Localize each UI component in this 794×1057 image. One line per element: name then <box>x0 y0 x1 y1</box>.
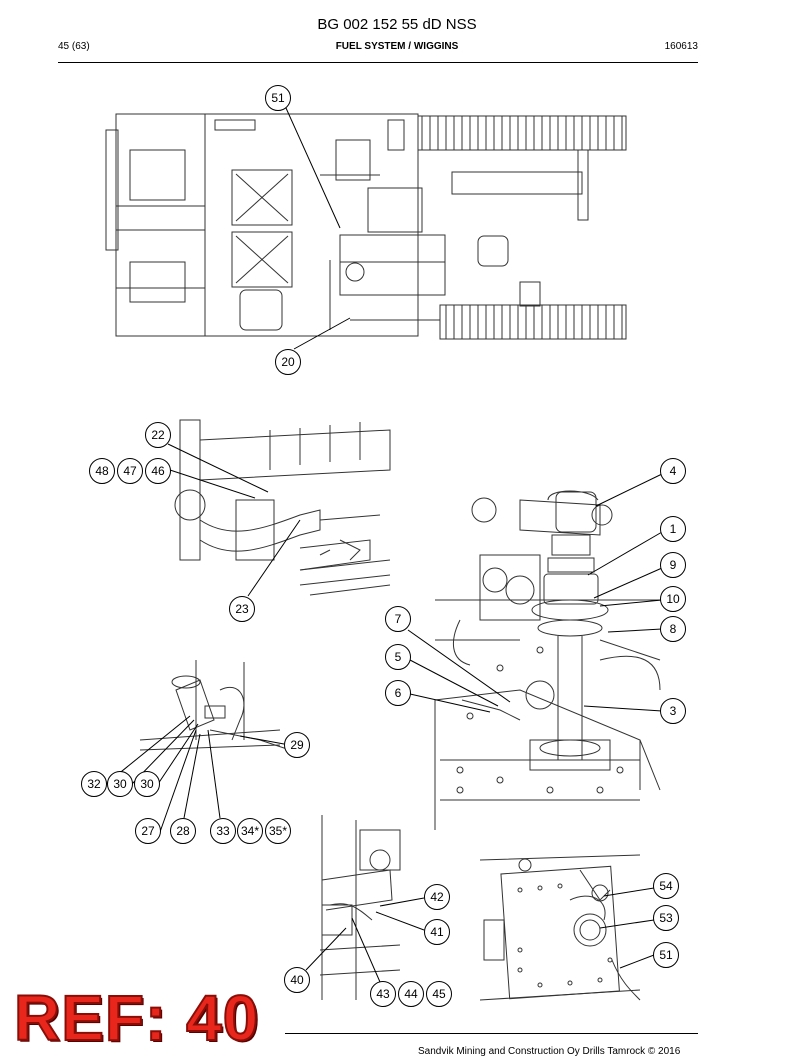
callout-3: 3 <box>660 698 686 724</box>
header-rule <box>58 62 698 63</box>
detail-tank-fitting <box>319 815 401 1000</box>
callout-46: 46 <box>145 458 171 484</box>
leader-lines-top-tank <box>599 887 655 969</box>
detail-filter-area <box>174 419 391 596</box>
callout-54: 54 <box>653 873 679 899</box>
callout-9: 9 <box>660 552 686 578</box>
callout-45: 45 <box>426 981 452 1007</box>
callout-43: 43 <box>370 981 396 1007</box>
footer-rule <box>285 1033 698 1034</box>
callout-44: 44 <box>398 981 424 1007</box>
track-bottom <box>439 235 627 340</box>
leader-lines-pipe <box>105 715 285 833</box>
footer-copyright: Sandvik Mining and Construction Oy Drill… <box>418 1046 681 1057</box>
callout-53: 53 <box>653 905 679 931</box>
callout-29: 29 <box>284 732 310 758</box>
callout-47: 47 <box>117 458 143 484</box>
callout-51-b: 51 <box>653 942 679 968</box>
callout-1: 1 <box>660 516 686 542</box>
callout-20: 20 <box>275 349 301 375</box>
leader-lines-tank <box>407 473 663 713</box>
callout-30-a: 30 <box>107 771 133 797</box>
detail-tank-neck <box>434 490 661 830</box>
callout-28: 28 <box>170 818 196 844</box>
callout-42: 42 <box>424 884 450 910</box>
page-number: 45 (63) <box>58 41 90 52</box>
callout-51: 51 <box>265 85 291 111</box>
callout-6: 6 <box>385 680 411 706</box>
detail-tank-top <box>479 854 641 1001</box>
leader-lines-top <box>285 107 351 350</box>
document-title: BG 002 152 55 dD NSS <box>317 16 477 33</box>
callout-23: 23 <box>229 596 255 622</box>
track-top <box>417 115 627 221</box>
callout-30-b: 30 <box>134 771 160 797</box>
document-date: 160613 <box>664 41 698 52</box>
ref-stamp: REF: 40 <box>13 982 260 1054</box>
callout-7: 7 <box>385 606 411 632</box>
callout-4: 4 <box>660 458 686 484</box>
callout-35: 35* <box>265 818 291 844</box>
section-title: FUEL SYSTEM / WIGGINS <box>335 41 459 52</box>
callout-10: 10 <box>660 586 686 612</box>
leader-lines-fitting <box>305 897 425 983</box>
callout-34: 34* <box>237 818 263 844</box>
callout-8: 8 <box>660 616 686 642</box>
detail-pipe-fittings <box>139 660 291 751</box>
carrier-top-view <box>105 113 446 337</box>
callout-27: 27 <box>135 818 161 844</box>
callout-40: 40 <box>284 967 310 993</box>
callout-22: 22 <box>145 422 171 448</box>
callout-41: 41 <box>424 919 450 945</box>
callout-32: 32 <box>81 771 107 797</box>
callout-33: 33 <box>210 818 236 844</box>
callout-48: 48 <box>89 458 115 484</box>
callout-5: 5 <box>385 644 411 670</box>
leader-lines-filter <box>167 443 301 597</box>
